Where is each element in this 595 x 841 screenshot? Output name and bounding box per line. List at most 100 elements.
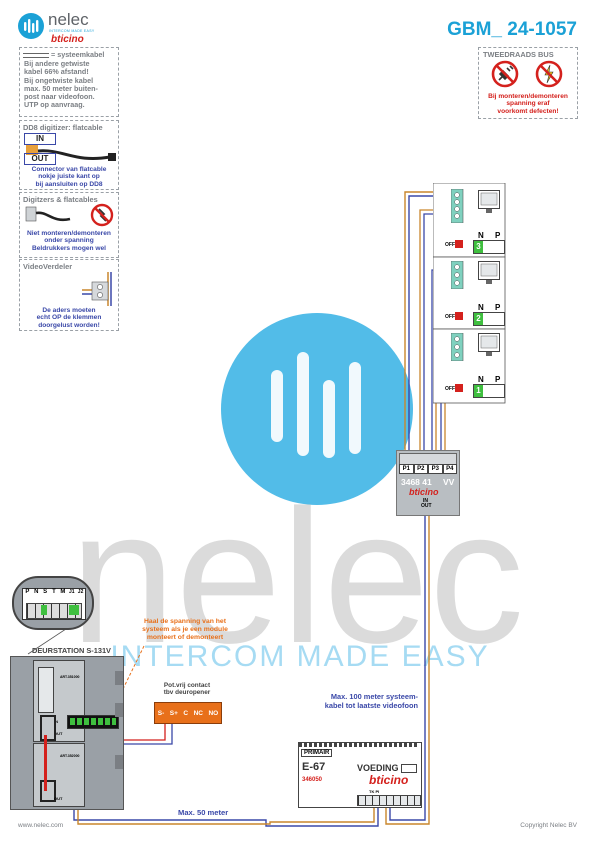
terminal-label: N: [34, 589, 39, 595]
warning-line: systeem als je een module: [142, 625, 228, 633]
psu-terminals: [357, 795, 421, 806]
note-line: doorgelust worden!: [38, 321, 100, 329]
module-code: ART.351000: [60, 675, 80, 679]
distributor-in: IN: [423, 498, 428, 504]
psu-primair: PRIMAIR: [301, 749, 333, 757]
note-line: post naar videofoon.: [24, 92, 95, 102]
note-digitizers: Digitzers & flatcables Niet monteren/dem…: [19, 192, 119, 258]
off-switch-icon: [455, 240, 463, 248]
off-switch[interactable]: OFF: [445, 240, 463, 250]
verdeler-terminal-icon: [82, 272, 112, 306]
psu-model: E-67: [302, 761, 326, 773]
note-line: Connector van flatcable: [31, 166, 107, 173]
psu-switch-icon: [401, 764, 417, 773]
digitizer-icon: [25, 206, 71, 222]
port-label: P4: [442, 464, 457, 474]
doc-code: GBM_ 24-1057: [447, 19, 577, 40]
systemkabel-legend: = systeemkabel: [51, 50, 105, 59]
doorstation-bus-cable: [73, 800, 379, 827]
monitor-stack: [433, 183, 506, 404]
brand-name: nelec: [48, 10, 89, 29]
brand-logo: nelec INTERCOM MADE EASY bticino: [18, 10, 128, 46]
module-out: OUT: [54, 796, 63, 801]
monitor-screen-icon: [478, 261, 500, 284]
doorstation: ART.351000 IN OUT ART.352000 OUT: [10, 656, 124, 810]
note-line: Bij monteren/demonteren: [488, 93, 568, 100]
note-line: Niet monteren/demonteren: [27, 230, 111, 237]
relay-title: Pot.vrij contact tbv deuropener: [152, 682, 222, 696]
note-dd8: DD8 digitizer: flatcable IN OUT Connecto…: [19, 120, 119, 190]
monitor-terminal-block: [451, 333, 464, 361]
monitor-n-label: N: [478, 303, 484, 312]
note-line: echt OP de klemmen: [36, 314, 102, 322]
doorstation-zoom: P N S T M J1 J2: [12, 576, 94, 630]
monitor-n-label: N: [478, 231, 484, 240]
relay-terminal: S-: [157, 709, 165, 717]
relay-terminal: C: [183, 709, 189, 717]
tweedraads-title: TWEEDRAADS BUS: [483, 50, 554, 59]
note-line: kabel 66% afstand!: [24, 67, 89, 77]
relay-title-line: Pot.vrij contact: [163, 682, 211, 689]
watermark-logo-bars: [271, 352, 361, 458]
doorstation-warning: Haal de spanning van het systeem als je …: [110, 618, 260, 641]
digitizers-title: Digitzers & flatcables: [23, 195, 98, 204]
terminal-label: T: [52, 589, 56, 595]
note-line: Bij andere getwiste: [24, 59, 90, 68]
monitor-id-cell: 1: [474, 385, 483, 397]
warning-line: Haal de spanning van het: [144, 618, 226, 625]
off-switch[interactable]: OFF: [445, 312, 463, 322]
cable-label-line: kabel tot laatste videofoon: [324, 700, 418, 710]
watermark-circle: [221, 313, 413, 505]
off-label: OFF: [445, 242, 455, 248]
relay-terminal: NC: [193, 709, 203, 717]
doorstation-terminal-strip: [67, 715, 119, 729]
note-line: onder spanning: [44, 237, 94, 245]
psu-top-strip: [299, 743, 419, 747]
relay-terminal: S+: [169, 709, 178, 717]
monitor-unit-3: N P 3 OFF: [433, 183, 505, 257]
off-switch[interactable]: OFF: [445, 384, 463, 394]
brand-tagline: INTERCOM MADE EASY: [49, 29, 95, 33]
footer-website[interactable]: www.nelec.com: [18, 822, 64, 829]
dd8-out-label: OUT: [24, 153, 56, 165]
psu-brand: bticino: [369, 773, 409, 787]
note-line: Beldrukkers mogen wel: [31, 244, 107, 252]
relay-title-line: tbv deuropener: [163, 689, 211, 697]
footer-copyright: Copyright Nelec BV: [520, 822, 577, 829]
monitor-screen-icon: [478, 333, 500, 356]
doorstation-module-top: ART.351000 IN OUT: [33, 660, 85, 742]
module-code: ART.352000: [60, 754, 80, 758]
no-voltage-icon: [535, 60, 563, 88]
dd8-flatcable-icon: [26, 145, 116, 161]
terminal-label: P: [25, 589, 30, 595]
systemkabel-legend-icon: [23, 52, 49, 58]
terminal-label: J1: [68, 589, 75, 595]
note-systemkabel: = systeemkabel Bij andere getwiste kabel…: [19, 47, 119, 117]
doorstation-module-bottom: ART.352000 OUT: [33, 743, 85, 807]
warning-line: monteert of demonteert: [146, 633, 224, 641]
port-label: P3: [428, 464, 443, 474]
terminal-label: J2: [77, 589, 84, 595]
relay: S- S+ C NC NO: [154, 702, 222, 724]
monitor-unit-1: N P 1 OFF: [433, 329, 505, 403]
note-tweedraads: TWEEDRAADS BUS Bij monteren/demonteren s…: [478, 47, 578, 119]
camera-icon: [38, 667, 54, 713]
off-label: OFF: [445, 314, 455, 320]
note-line: De aders moeten: [42, 307, 96, 314]
monitor-id-cell: 3: [474, 241, 483, 253]
off-switch-icon: [455, 312, 463, 320]
doorstation-title: DEURSTATION S-131V: [32, 646, 111, 655]
monitor-terminal-block: [451, 261, 464, 289]
terminal-screws: [26, 603, 82, 619]
terminal-green-highlight: [41, 605, 47, 615]
note-line: spanning eraf: [506, 100, 550, 108]
module-out: OUT: [54, 731, 63, 736]
flatcable-red: [44, 735, 47, 791]
relay-terminal: NO: [208, 709, 219, 717]
terminal-green-highlight: [69, 605, 79, 615]
flatcable-connector: [40, 715, 56, 741]
verdeler-title: VideoVerdeler: [23, 262, 73, 271]
port-label: P1: [399, 464, 414, 474]
note-verdeler: VideoVerdeler De aders moeten echt OP de…: [19, 259, 119, 331]
monitor-p-label: P: [495, 231, 501, 240]
